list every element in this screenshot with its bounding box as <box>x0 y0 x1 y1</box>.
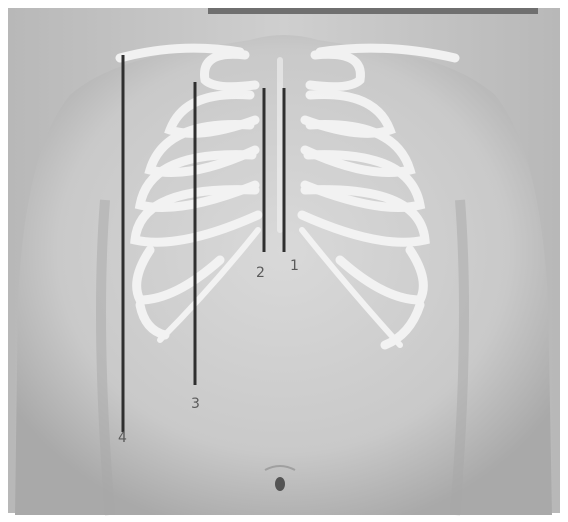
marker-label-2: 2 <box>256 266 265 280</box>
marker-label-4: 4 <box>118 431 127 445</box>
marker-label-1: 1 <box>290 259 299 273</box>
marker-label-3: 3 <box>191 397 200 411</box>
top-edge-strip <box>208 8 538 14</box>
navel <box>275 477 285 491</box>
